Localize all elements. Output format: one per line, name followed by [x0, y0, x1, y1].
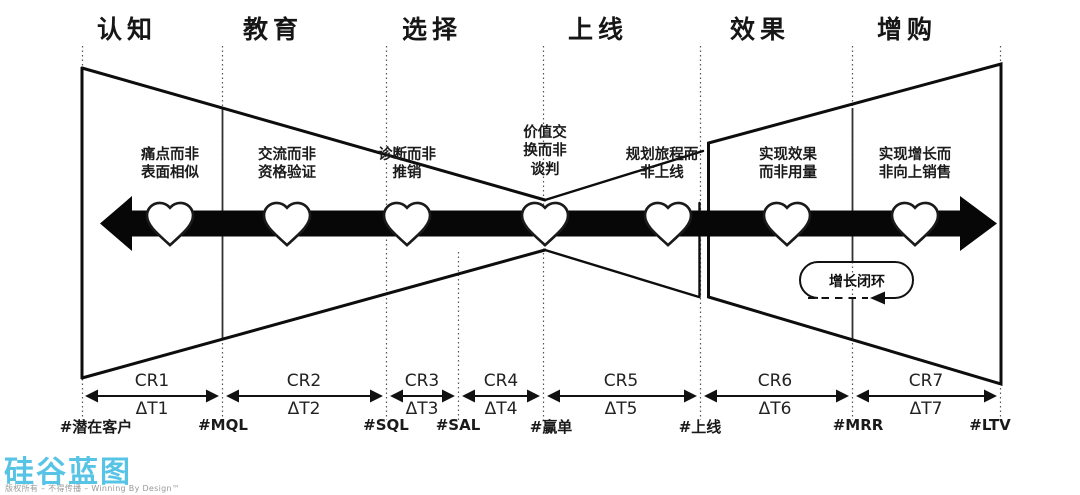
loop-arrowhead-icon — [870, 291, 885, 305]
cr3-label: CR3 — [404, 371, 440, 391]
touchpoint-label-3: 诊断而非 推销 — [378, 147, 436, 182]
milestone-prospects: #潜在客户 — [59, 418, 133, 436]
milestone-sql: #SQL — [363, 416, 409, 434]
heart-icon — [890, 201, 940, 247]
brand-logo: 硅谷蓝图 — [4, 455, 132, 490]
stage-header-onboarding: 上线 — [567, 15, 629, 44]
cr1-label: CR1 — [134, 371, 170, 391]
growth-loop-label: 增长闭环 — [829, 274, 885, 290]
dt4-label: ΔT4 — [484, 399, 518, 419]
cr2-label: CR2 — [286, 371, 322, 391]
heart-icon — [762, 201, 812, 247]
touchpoint-label-5: 规划旅程而 非上线 — [625, 147, 699, 182]
milestone-live: #上线 — [678, 418, 722, 436]
stage-header-education: 教育 — [242, 15, 304, 44]
cr4-label: CR4 — [483, 371, 519, 391]
cr6-label: CR6 — [757, 371, 793, 391]
milestone-ltv: #LTV — [969, 416, 1011, 434]
stage-header-awareness: 认知 — [96, 15, 158, 44]
dt6-label: ΔT6 — [758, 399, 792, 419]
dt2-label: ΔT2 — [287, 399, 321, 419]
dt5-label: ΔT5 — [604, 399, 638, 419]
stage-header-expansion: 增购 — [876, 15, 938, 44]
touchpoint-label-1: 痛点而非 表面相似 — [141, 147, 199, 182]
dt3-label: ΔT3 — [405, 399, 439, 419]
heart-icon — [520, 201, 570, 247]
stage-header-impact: 效果 — [729, 15, 791, 44]
growth-loop-shape — [799, 261, 914, 305]
cr5-label: CR5 — [603, 371, 639, 391]
touchpoint-label-7: 实现增长而 非向上销售 — [878, 147, 952, 182]
heart-icon — [145, 201, 195, 247]
touchpoint-hearts — [145, 201, 940, 247]
heart-icon — [382, 201, 432, 247]
touchpoint-label-6: 实现效果 而非用量 — [759, 147, 817, 182]
milestone-sal: #SAL — [435, 416, 481, 434]
touchpoint-label-2: 交流而非 资格验证 — [258, 147, 316, 182]
right-funnel-outline — [707, 62, 1003, 387]
milestone-mrr: #MRR — [832, 416, 884, 434]
dt1-label: ΔT1 — [135, 399, 169, 419]
milestone-mql: #MQL — [198, 416, 248, 434]
dt7-label: ΔT7 — [909, 399, 943, 419]
heart-icon — [262, 201, 312, 247]
touchpoint-label-4: 价值交 换而非 谈判 — [523, 125, 567, 178]
cr7-label: CR7 — [908, 371, 944, 391]
copyright-text: 版权所有 – 不得传播 – Winning By Design™ — [5, 484, 181, 493]
milestone-won: #赢单 — [529, 418, 573, 436]
stage-header-selection: 选择 — [401, 15, 463, 44]
heart-icon — [643, 201, 693, 247]
